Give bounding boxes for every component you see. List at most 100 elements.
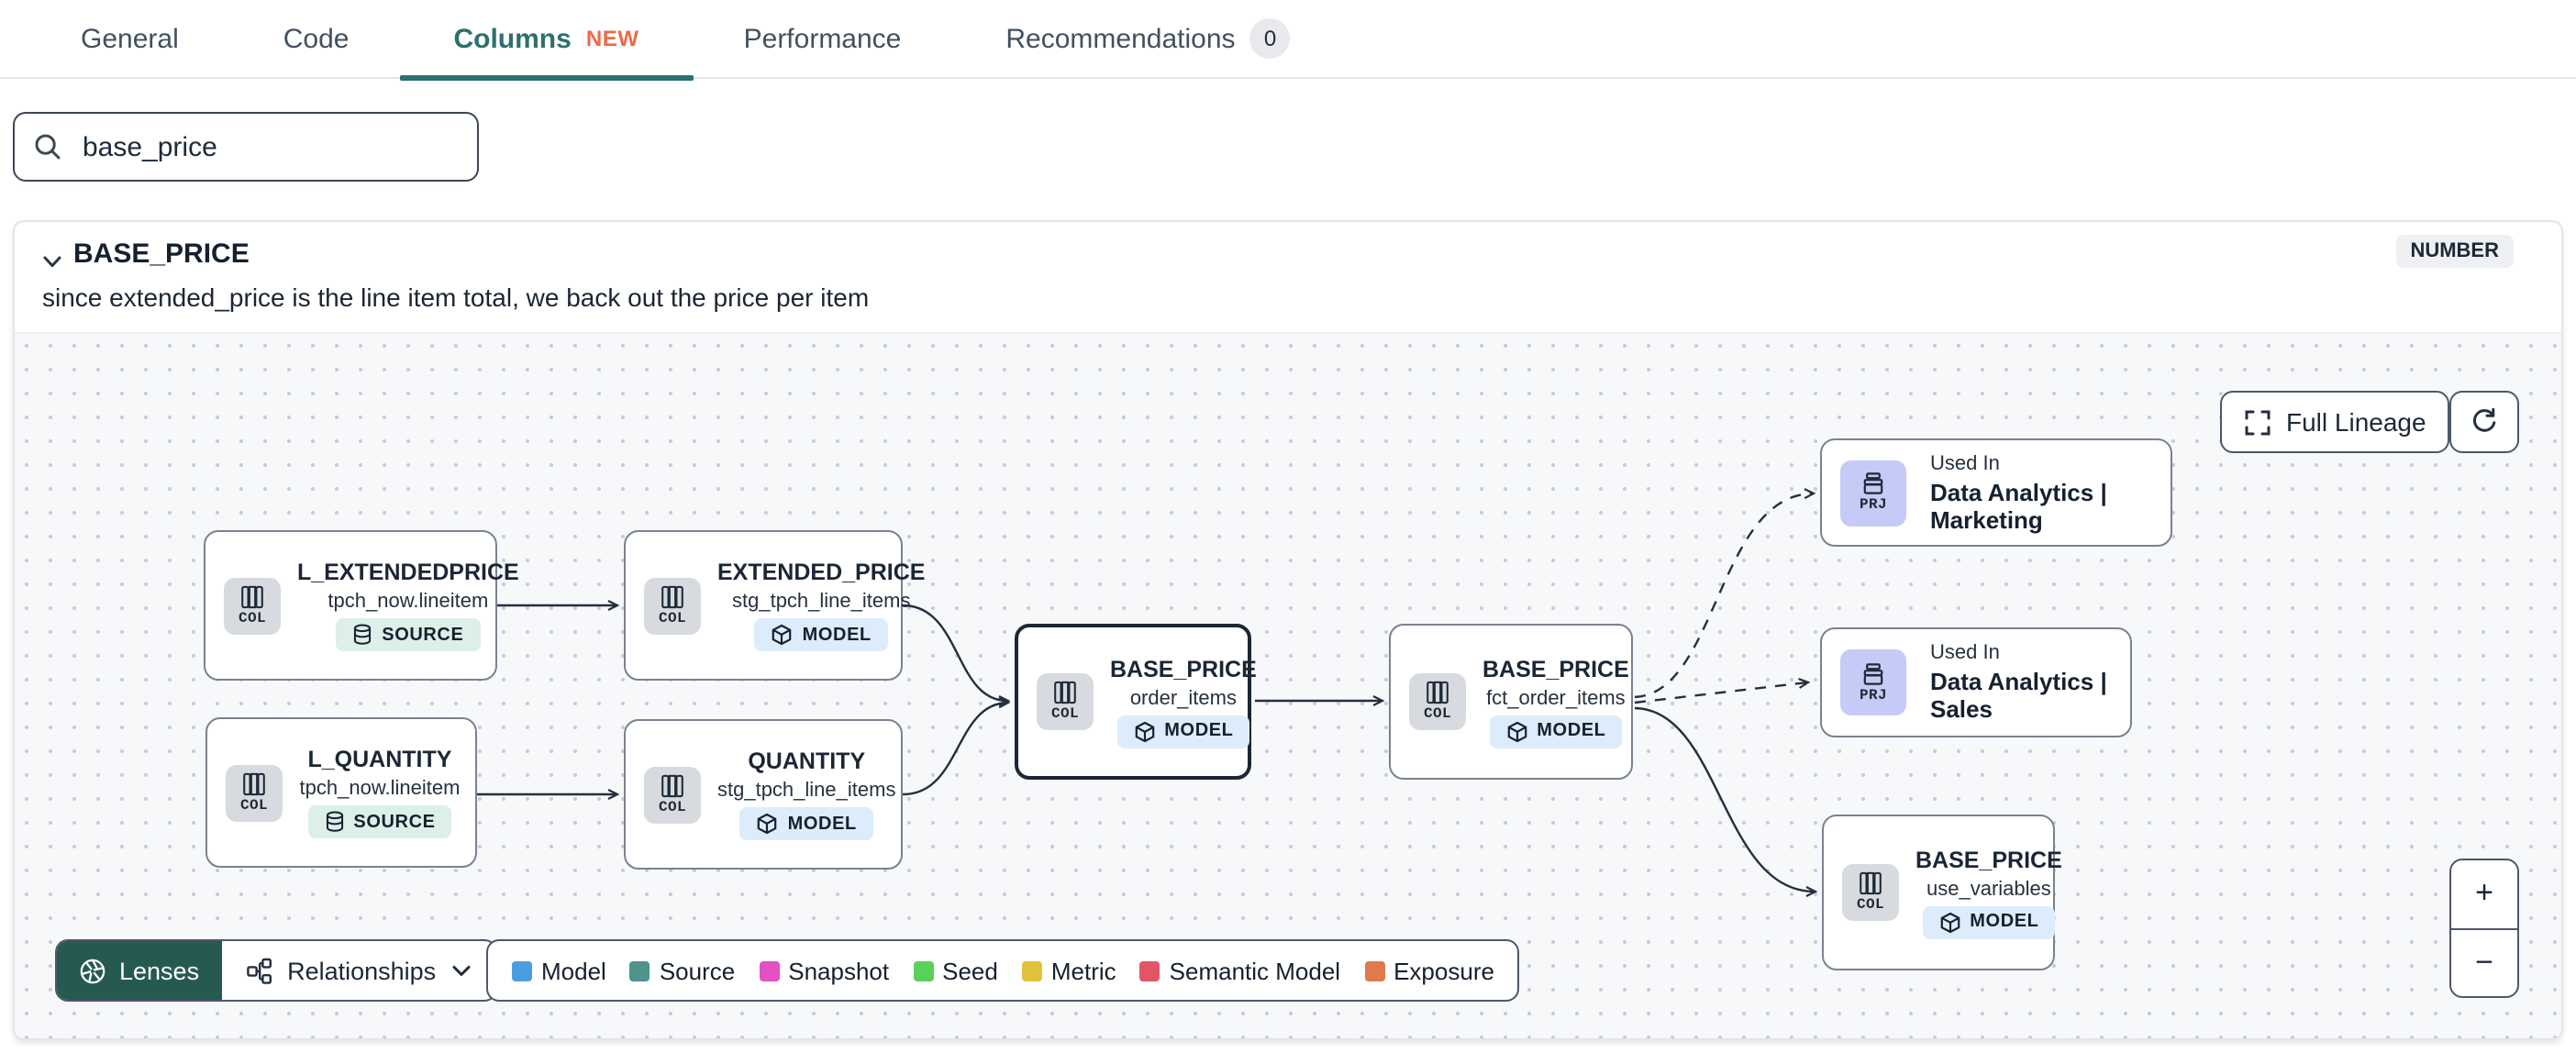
tab-columns[interactable]: Columns NEW bbox=[399, 0, 694, 80]
lineage-node-base-price-use-variables[interactable]: COL BASE_PRICE use_variables MODEL bbox=[1822, 815, 2062, 970]
tab-recommendations[interactable]: Recommendations 0 bbox=[1005, 0, 1291, 78]
node-title: BASE_PRICE bbox=[1915, 847, 2062, 872]
full-lineage-button[interactable]: Full Lineage bbox=[2220, 391, 2450, 453]
column-icon: COL bbox=[224, 577, 281, 634]
tab-bar: General Code Columns NEW Performance Rec… bbox=[0, 0, 2576, 80]
model-badge: MODEL bbox=[1489, 715, 1623, 748]
lineage-node-l-extendedprice[interactable]: COL L_EXTENDEDPRICE tpch_now.lineitem SO… bbox=[204, 530, 519, 681]
recommendations-count-badge: 0 bbox=[1249, 18, 1291, 59]
new-badge: NEW bbox=[585, 26, 639, 51]
cube-icon bbox=[1506, 720, 1527, 742]
legend-item-seed: Seed bbox=[913, 957, 998, 984]
node-subtitle: fct_order_items bbox=[1486, 687, 1626, 709]
relationships-dropdown[interactable]: Relationships bbox=[221, 941, 494, 1000]
column-description: since extended_price is the line item to… bbox=[42, 283, 870, 312]
legend-item-model: Model bbox=[512, 957, 606, 984]
column-panel: BASE_PRICE NUMBER since extended_price i… bbox=[13, 220, 2563, 1040]
column-icon: COL bbox=[1409, 673, 1466, 730]
lineage-edges bbox=[477, 488, 1818, 897]
tab-label: Performance bbox=[743, 23, 902, 54]
used-in-label: Used In bbox=[1930, 642, 2000, 664]
legend-item-metric: Metric bbox=[1021, 957, 1116, 984]
legend-swatch bbox=[1139, 960, 1160, 981]
legend-swatch bbox=[1021, 960, 1042, 981]
lineage-canvas[interactable]: COL L_EXTENDEDPRICE tpch_now.lineitem SO… bbox=[15, 332, 2561, 1038]
node-title: L_EXTENDEDPRICE bbox=[297, 560, 519, 585]
exposure-name: Data Analytics | Marketing bbox=[1930, 478, 2107, 533]
source-badge: SOURCE bbox=[307, 805, 452, 838]
legend-item-source: Source bbox=[629, 957, 735, 984]
column-icon: COL bbox=[1037, 673, 1094, 730]
tab-label: Code bbox=[283, 23, 350, 54]
lineage-node-quantity[interactable]: COL QUANTITY stg_tpch_line_items MODEL bbox=[624, 719, 903, 870]
chevron-down-icon bbox=[451, 964, 470, 975]
tab-performance[interactable]: Performance bbox=[744, 0, 902, 78]
aperture-icon bbox=[80, 958, 105, 983]
node-subtitle: tpch_now.lineitem bbox=[328, 591, 489, 613]
column-icon: COL bbox=[644, 766, 701, 823]
zoom-control: + − bbox=[2449, 859, 2519, 998]
node-subtitle: stg_tpch_line_items bbox=[717, 780, 896, 802]
cube-icon bbox=[772, 624, 792, 646]
lenses-group: Lenses Relationships bbox=[55, 939, 497, 1002]
search-icon bbox=[33, 132, 62, 161]
lineage-node-used-in-sales[interactable]: PRJ Used In Data Analytics | Sales bbox=[1820, 627, 2132, 737]
legend-swatch bbox=[512, 960, 532, 981]
node-subtitle: order_items bbox=[1129, 687, 1237, 709]
column-icon: COL bbox=[644, 577, 701, 634]
archive-icon bbox=[1863, 662, 1883, 684]
archive-icon bbox=[1863, 472, 1883, 494]
node-subtitle: tpch_now.lineitem bbox=[299, 778, 461, 800]
used-in-label: Used In bbox=[1930, 452, 2000, 474]
lineage-node-l-quantity[interactable]: COL L_QUANTITY tpch_now.lineitem SOURCE bbox=[205, 717, 477, 868]
legend-swatch bbox=[629, 960, 650, 981]
tab-label: Columns bbox=[453, 23, 572, 54]
tab-general[interactable]: General bbox=[81, 0, 179, 78]
zoom-in-button[interactable]: + bbox=[2451, 860, 2517, 929]
active-tab-underline bbox=[399, 74, 694, 80]
tab-label: General bbox=[81, 23, 179, 54]
lineage-node-extended-price[interactable]: COL EXTENDED_PRICE stg_tpch_line_items M… bbox=[624, 530, 925, 681]
model-badge: MODEL bbox=[754, 618, 888, 651]
column-search[interactable] bbox=[13, 112, 479, 182]
refresh-button[interactable] bbox=[2449, 391, 2519, 453]
legend-swatch bbox=[913, 960, 934, 981]
refresh-icon bbox=[2472, 407, 2496, 432]
cube-icon bbox=[1939, 911, 1960, 933]
search-input[interactable] bbox=[79, 129, 459, 164]
column-icon: COL bbox=[226, 764, 283, 821]
lineage-node-base-price-fct-order-items[interactable]: COL BASE_PRICE fct_order_items MODEL bbox=[1389, 624, 1633, 780]
cube-icon bbox=[1134, 720, 1154, 742]
node-title: EXTENDED_PRICE bbox=[717, 560, 926, 585]
lenses-button[interactable]: Lenses bbox=[57, 941, 222, 1000]
legend-swatch bbox=[759, 960, 780, 981]
lineage-node-base-price-order-items[interactable]: COL BASE_PRICE order_items MODEL bbox=[1015, 624, 1257, 780]
exposure-name: Data Analytics | Sales bbox=[1930, 668, 2107, 723]
zoom-out-button[interactable]: − bbox=[2475, 944, 2493, 980]
legend-item-snapshot: Snapshot bbox=[759, 957, 889, 984]
node-title: BASE_PRICE bbox=[1110, 656, 1257, 682]
expand-icon bbox=[2245, 409, 2271, 435]
project-icon: PRJ bbox=[1840, 460, 1906, 526]
legend-swatch bbox=[1364, 960, 1385, 981]
lineage-node-used-in-marketing[interactable]: PRJ Used In Data Analytics | Marketing bbox=[1820, 438, 2172, 547]
node-title: L_QUANTITY bbox=[307, 747, 452, 772]
column-type-badge: NUMBER bbox=[2395, 235, 2514, 268]
cube-icon bbox=[758, 813, 777, 835]
legend-item-exposure: Exposure bbox=[1364, 957, 1494, 984]
project-icon: PRJ bbox=[1840, 649, 1906, 715]
legend-item-semantic-model: Semantic Model bbox=[1139, 957, 1340, 984]
tab-label: Recommendations bbox=[1005, 23, 1236, 54]
column-icon: COL bbox=[1842, 864, 1899, 921]
model-badge: MODEL bbox=[1116, 715, 1250, 748]
database-icon bbox=[354, 624, 372, 645]
tab-code[interactable]: Code bbox=[283, 0, 350, 78]
source-badge: SOURCE bbox=[336, 618, 481, 651]
chevron-down-icon[interactable] bbox=[42, 246, 62, 279]
node-subtitle: stg_tpch_line_items bbox=[732, 591, 911, 613]
database-icon bbox=[326, 811, 343, 832]
resource-legend: Model Source Snapshot Seed Metric bbox=[486, 939, 1520, 1002]
model-badge: MODEL bbox=[739, 807, 873, 840]
node-title: QUANTITY bbox=[748, 748, 866, 774]
